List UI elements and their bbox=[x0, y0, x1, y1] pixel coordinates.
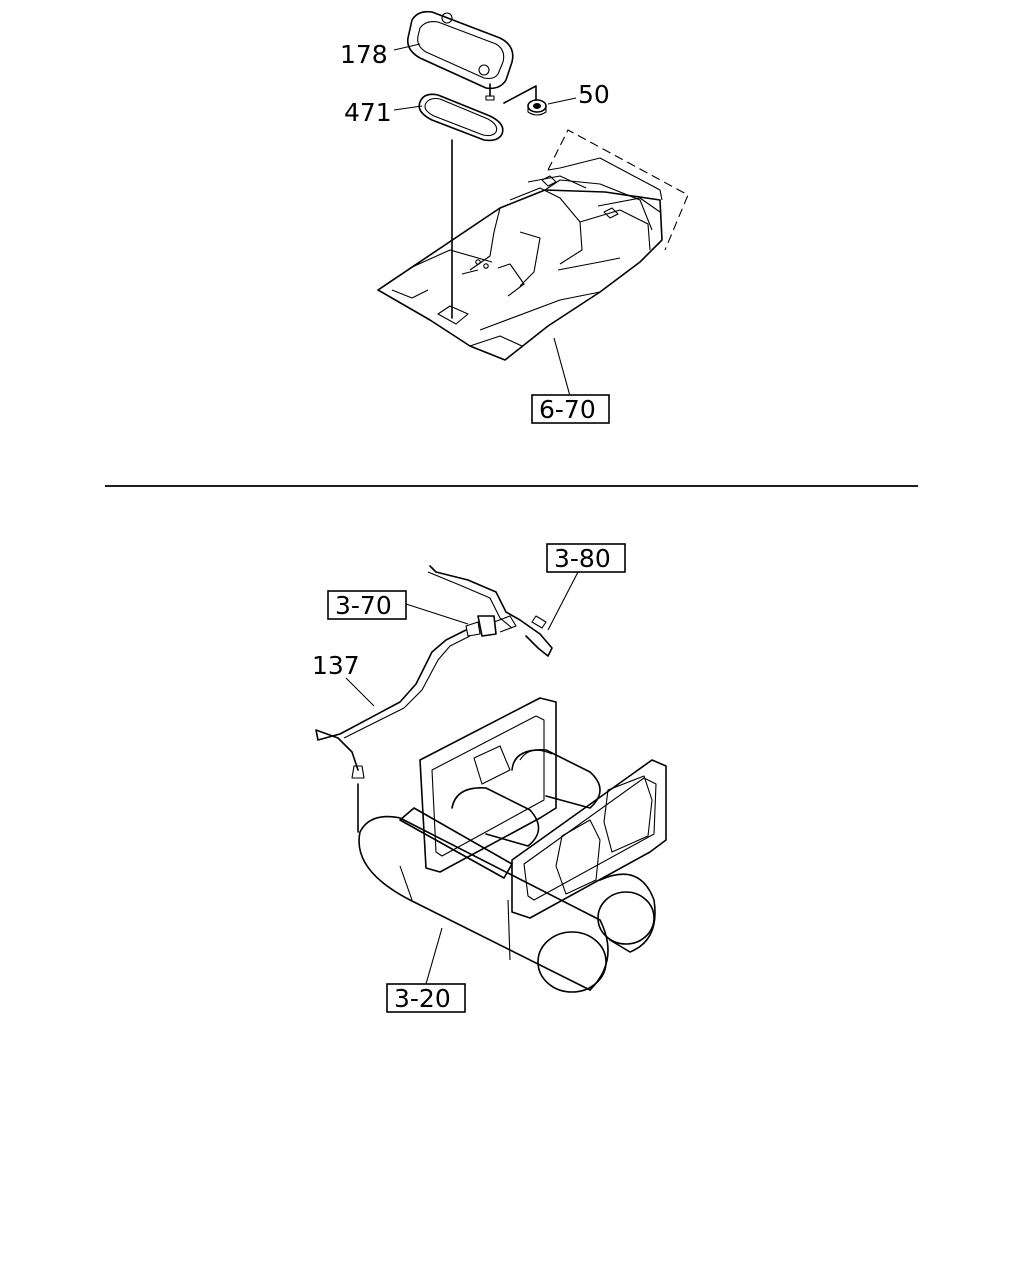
nut-50 bbox=[527, 99, 547, 116]
reference-box-3-20[interactable]: 3-20 bbox=[386, 983, 466, 1013]
brake-chamber-assembly bbox=[358, 697, 667, 993]
pipe-137 bbox=[315, 629, 471, 833]
reference-label-3-70: 3-70 bbox=[335, 591, 392, 620]
reference-box-6-70[interactable]: 6-70 bbox=[531, 394, 610, 424]
reference-label-6-70: 6-70 bbox=[539, 395, 596, 424]
tee-fitting bbox=[465, 615, 517, 637]
pipe-upper bbox=[427, 565, 553, 657]
gasket-471 bbox=[418, 93, 504, 142]
callout-178: 178 bbox=[340, 40, 388, 69]
callout-137: 137 bbox=[312, 651, 360, 680]
bottom-assembly: 137 3-70 3-80 3-20 bbox=[312, 543, 667, 1013]
top-assembly: 178 471 50 6-70 bbox=[340, 10, 689, 424]
reference-box-3-80[interactable]: 3-80 bbox=[546, 543, 626, 573]
reference-box-3-70[interactable]: 3-70 bbox=[327, 590, 407, 620]
callout-471: 471 bbox=[344, 98, 392, 127]
floor-panel bbox=[377, 129, 689, 361]
reference-label-3-20: 3-20 bbox=[394, 984, 451, 1013]
cover-plate-178 bbox=[406, 10, 514, 101]
callout-50: 50 bbox=[578, 80, 610, 109]
reference-label-3-80: 3-80 bbox=[554, 544, 611, 573]
